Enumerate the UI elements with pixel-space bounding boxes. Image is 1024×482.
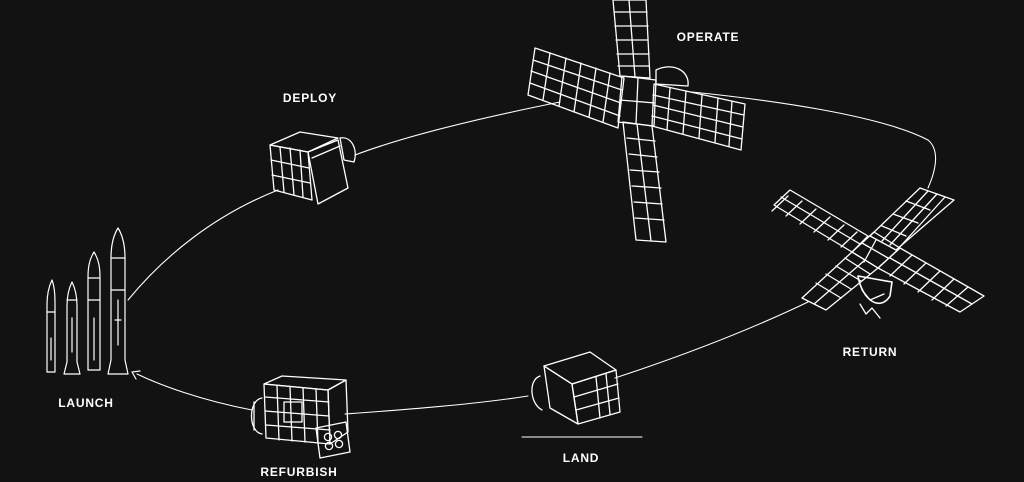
refurbish-module-icon xyxy=(250,375,351,459)
rockets-icon xyxy=(46,227,129,375)
orbit-arrow-icon xyxy=(131,370,141,380)
landed-capsule-icon xyxy=(521,351,643,438)
stage-label-refurbish: REFURBISH xyxy=(260,465,338,479)
stage-label-return: RETURN xyxy=(842,345,898,359)
stage-label-land: LAND xyxy=(562,451,600,465)
stage-label-deploy: DEPLOY xyxy=(282,91,338,105)
orbit-path xyxy=(127,91,937,415)
stage-label-launch: LAUNCH xyxy=(58,396,114,410)
stage-label-operate: OPERATE xyxy=(676,30,740,44)
satellite-full-array-icon xyxy=(527,0,746,243)
satellite-reentry-icon xyxy=(771,187,985,319)
satellite-folded-icon xyxy=(269,131,356,205)
